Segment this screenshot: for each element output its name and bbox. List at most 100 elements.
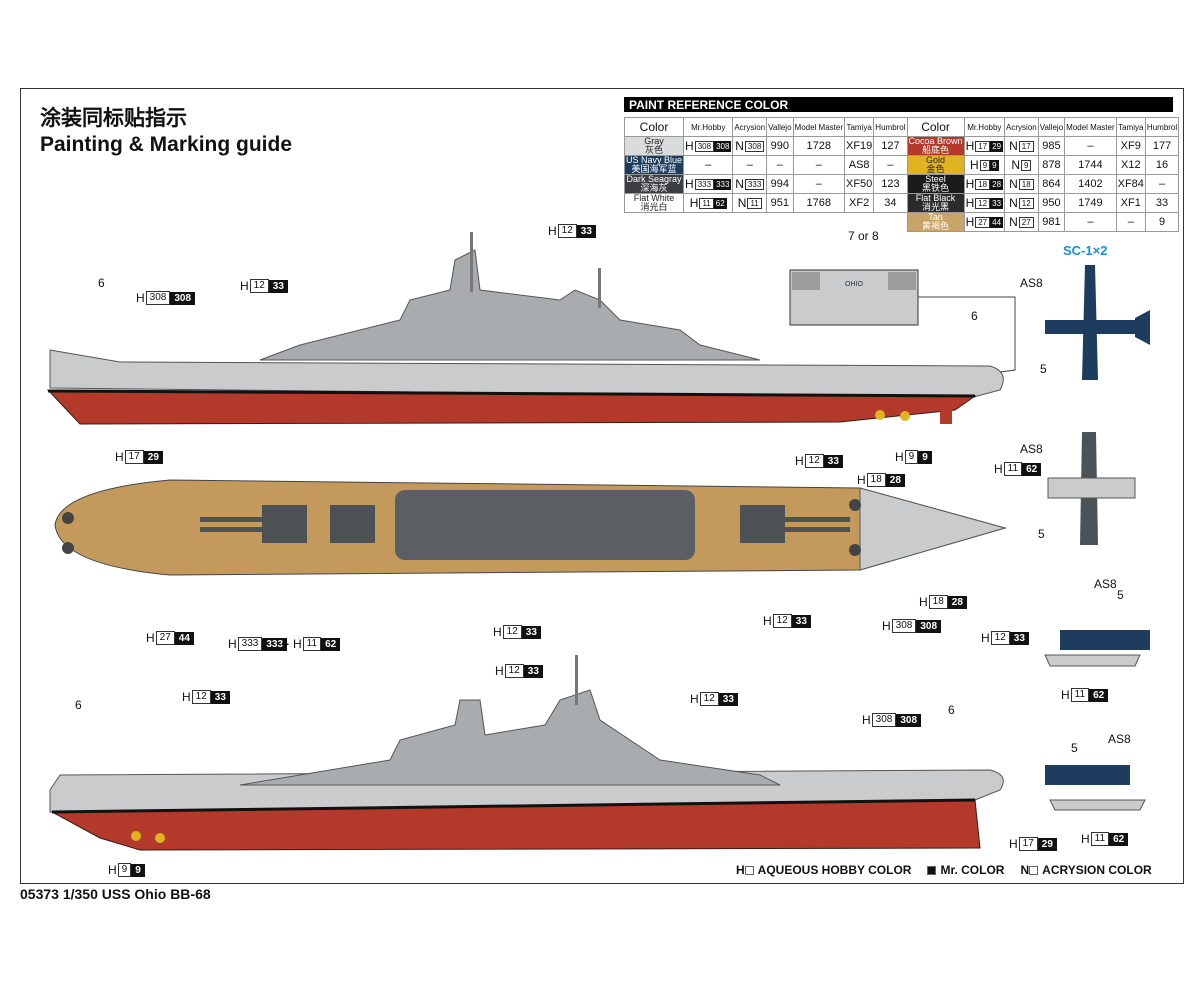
aircraft-views — [1044, 265, 1150, 811]
paint-table-heading: PAINT REFERENCE COLOR — [624, 97, 1173, 112]
ship-profile-port — [49, 655, 1004, 851]
legend-box-icon — [744, 866, 754, 876]
paint-code-tamiya: – — [1115, 212, 1146, 232]
marking-number: 6 — [971, 309, 978, 323]
paint-code-humbrol: 34 — [873, 193, 908, 213]
marking-number: 6 — [75, 698, 82, 712]
column-header: Color — [906, 117, 965, 137]
paint-code-mm: 1768 — [792, 193, 846, 213]
marking-number: AS8 — [1020, 276, 1043, 290]
column-header: Tamiya — [1115, 117, 1146, 137]
paint-code-tamiya: XF1 — [1115, 193, 1146, 213]
paint-code-tamiya: XF9 — [1115, 136, 1146, 156]
paint-code-humbrol: 33 — [1144, 193, 1180, 213]
marking-number: 6 — [98, 276, 105, 290]
marking-number: 6 — [948, 703, 955, 717]
inset-label: 7 or 8 — [848, 229, 879, 243]
marking-number: AS8 — [1020, 442, 1043, 456]
aircraft-title: SC-1×2 — [1063, 243, 1108, 258]
kit-footer: 05373 1/350 USS Ohio BB-68 — [20, 886, 211, 902]
legend-box-icon — [1029, 866, 1039, 876]
paint-code-tamiya: XF50 — [843, 174, 875, 194]
title-english: Painting & Marking guide — [40, 133, 293, 156]
guide-frame — [20, 88, 1184, 884]
paint-code-vallejo: 878 — [1037, 155, 1066, 175]
paint-code-vallejo: 950 — [1037, 193, 1066, 213]
marking-number: 5 — [1071, 741, 1078, 755]
paint-code-humbrol: 9 — [1144, 212, 1180, 232]
plus-sign: + — [281, 636, 290, 652]
marking-number: 5 — [1038, 527, 1045, 541]
ship-plan-view — [54, 479, 1007, 576]
stern-nameplate-inset: OHIO — [789, 269, 1016, 373]
legend-mr-color: Mr. COLOR — [927, 863, 1004, 877]
legend-filled-box-icon — [927, 866, 937, 876]
marking-number: AS8 — [1108, 732, 1131, 746]
title-chinese: 涂装同标贴指示 — [40, 107, 187, 130]
paint-code-vallejo: 951 — [766, 193, 794, 213]
paint-code-humbrol: 177 — [1144, 136, 1180, 156]
column-header: Humbrol — [873, 117, 908, 137]
marking-number: 5 — [1040, 362, 1047, 376]
svg-text:OHIO: OHIO — [845, 281, 863, 288]
paint-code-mm: 1744 — [1064, 155, 1117, 175]
paint-code-tamiya: XF2 — [843, 193, 875, 213]
ship-profile-starboard — [46, 232, 1004, 425]
marking-number: 5 — [1117, 588, 1124, 602]
